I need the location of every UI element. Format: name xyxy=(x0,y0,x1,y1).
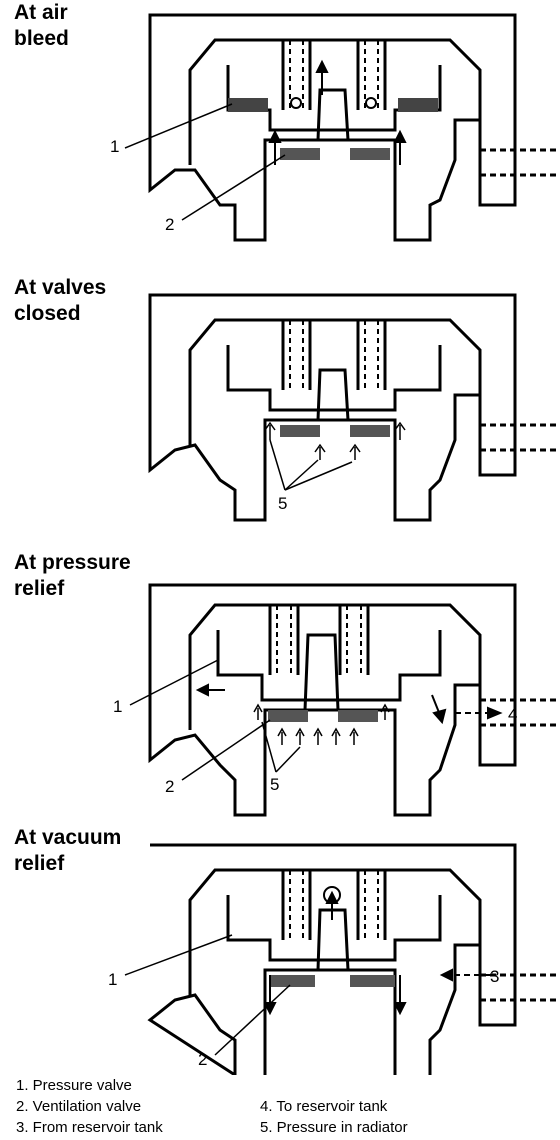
hose-outlet xyxy=(480,698,560,727)
coil-springs xyxy=(289,870,379,940)
panel-title: At air bleed xyxy=(14,0,69,52)
callout-1: 1 xyxy=(108,970,117,989)
panel-pressure-relief: At pressure relief xyxy=(0,550,560,825)
panel-title-line2: relief xyxy=(14,577,65,600)
leader-lines xyxy=(124,103,286,221)
callout-1: 1 xyxy=(110,137,119,156)
leader-lines xyxy=(124,934,291,1056)
flow-arrows xyxy=(268,59,407,165)
panel-title-line1: At vacuum xyxy=(14,826,122,849)
callout-4: 4 xyxy=(508,705,517,724)
legend-item-5: 5. Pressure in radiator xyxy=(260,1119,408,1136)
panel-title-line2: relief xyxy=(14,852,65,875)
callout-2: 2 xyxy=(198,1050,207,1069)
seal-gaskets xyxy=(280,425,390,437)
flow-arrows xyxy=(263,890,490,1016)
panel-vacuum-relief: At vacuum relief xyxy=(0,825,560,1075)
panel-title-line2: bleed xyxy=(14,27,69,50)
callout-3: 3 xyxy=(490,967,499,986)
legend: 1. Pressure valve 2. Ventilation valve 3… xyxy=(16,1075,556,1139)
coil-springs xyxy=(289,40,379,110)
pressure-arrows xyxy=(264,421,406,460)
leader-lines xyxy=(269,439,353,491)
seal-gaskets xyxy=(270,975,395,987)
cap-outline xyxy=(147,843,517,1075)
callout-5: 5 xyxy=(270,775,279,794)
flow-arrows xyxy=(195,683,503,725)
panel-title: At vacuum relief xyxy=(14,825,121,877)
hose-outlet xyxy=(480,973,560,1002)
panel-title: At valves closed xyxy=(14,275,106,327)
panel-title-line1: At valves xyxy=(14,276,107,299)
coil-springs xyxy=(289,320,379,390)
radiator-cap-diagram: 5 xyxy=(148,293,560,522)
legend-item-1: 1. Pressure valve xyxy=(16,1077,132,1094)
radiator-cap-diagram: 1 2 xyxy=(110,13,560,242)
panel-title-line2: closed xyxy=(14,302,81,325)
legend-item-3: 3. From reservoir tank xyxy=(16,1119,163,1136)
callout-5: 5 xyxy=(278,494,287,513)
callout-2: 2 xyxy=(165,215,174,234)
panel-valves-closed: At valves closed xyxy=(0,275,560,550)
leader-lines xyxy=(129,659,301,781)
radiator-cap-diagram: 1 2 3 xyxy=(108,843,560,1075)
panel-title-line1: At air xyxy=(14,1,68,24)
legend-item-2: 2. Ventilation valve xyxy=(16,1098,142,1115)
panel-title-line1: At pressure xyxy=(14,551,131,574)
hose-outlet xyxy=(480,423,560,452)
coil-springs xyxy=(276,605,362,675)
callout-1: 1 xyxy=(113,697,122,716)
radiator-cap-diagram: 1 2 5 4 xyxy=(113,583,560,817)
legend-item-4: 4. To reservoir tank xyxy=(260,1098,388,1115)
panel-air-bleed: At air bleed xyxy=(0,0,560,275)
panel-title: At pressure relief xyxy=(14,550,131,602)
pressure-arrows xyxy=(253,703,390,745)
hose-outlet xyxy=(480,148,560,177)
cap-outline xyxy=(148,583,517,817)
cap-outline xyxy=(148,293,517,522)
callout-2: 2 xyxy=(165,777,174,796)
seal-gaskets xyxy=(228,98,438,160)
seal-gaskets xyxy=(268,710,378,722)
